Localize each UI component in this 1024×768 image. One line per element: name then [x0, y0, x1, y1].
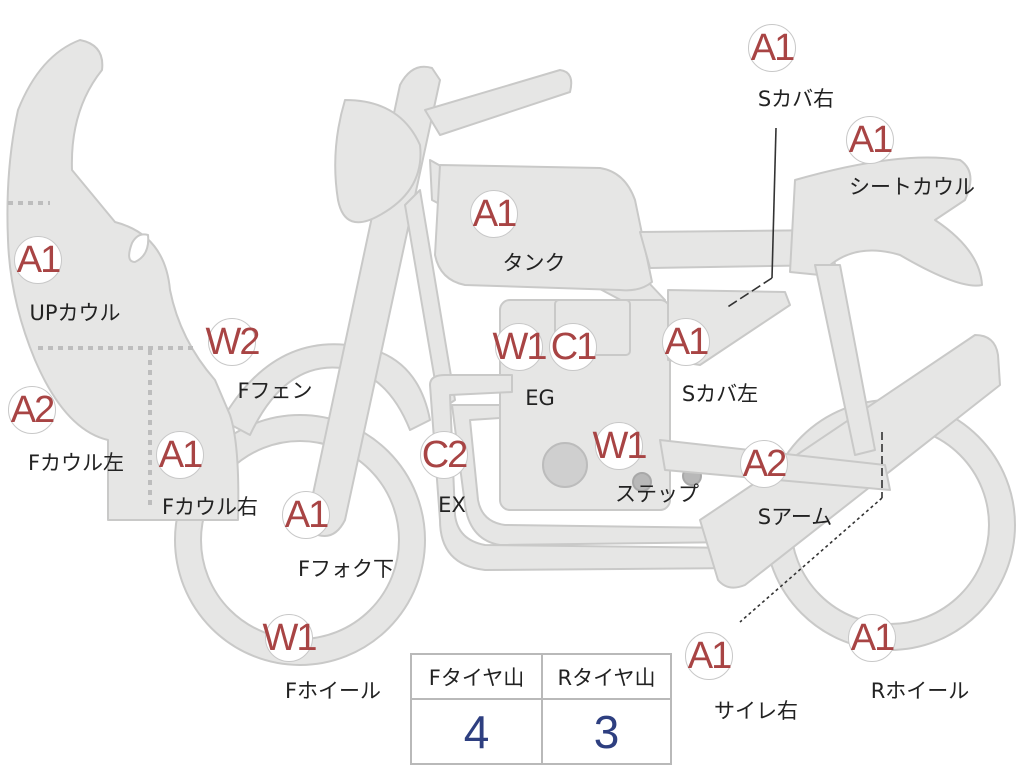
rear-tire-value: 3: [593, 705, 620, 758]
leader-s-cover-right: [771, 127, 777, 279]
tire-tread-table: Fタイヤ山 Rタイヤ山 4 3: [410, 653, 672, 765]
headlight-shape: [334, 99, 422, 224]
code-badge-f-wheel: W1: [263, 614, 318, 662]
upper-cowl-inner-shape: [128, 233, 150, 263]
label-r-wheel: Rホイール: [870, 679, 970, 703]
code-badge-f-cowl-right: A1: [156, 431, 204, 479]
code-badge-up-cowl: A1: [14, 236, 62, 284]
label-f-cowl-right: Fカウル右: [161, 495, 259, 519]
seat-cowl-shape: [789, 156, 983, 287]
upper-cowl-shape: [6, 39, 240, 521]
handlebar-shape: [424, 69, 573, 136]
rear-shock-shape: [814, 264, 876, 456]
front-tire-value: 4: [463, 705, 490, 758]
label-f-fender: Fフェン: [237, 379, 313, 403]
code-badge-swing-arm: A2: [740, 440, 788, 488]
table-column-divider: [541, 655, 543, 763]
label-exhaust: EX: [438, 493, 466, 517]
rear-tire-header: Rタイヤ山: [543, 655, 670, 698]
label-seat-cowl: シートカウル: [849, 175, 975, 199]
label-engine: EG: [525, 386, 555, 410]
code-badge-engine-2: C1: [549, 323, 597, 371]
code-badge-tank: A1: [470, 190, 518, 238]
code-badge-s-cover-left: A1: [662, 318, 710, 366]
label-tank: タンク: [502, 251, 566, 275]
label-muffler-right: サイレ右: [714, 699, 798, 723]
code-badge-muffler-right: A1: [685, 632, 733, 680]
code-badge-f-fork-lower: A1: [282, 491, 330, 539]
code-badge-r-wheel: A1: [848, 614, 896, 662]
code-badge-exhaust: C2: [420, 431, 468, 479]
code-badge-f-cowl-left: A2: [8, 386, 56, 434]
label-swing-arm: Sアーム: [757, 505, 833, 529]
label-f-fork-lower: Fフォク下: [297, 557, 395, 581]
label-step: ステップ: [615, 482, 699, 506]
engine-cover-shape: [542, 442, 588, 488]
front-tire-header: Fタイヤ山: [412, 655, 541, 698]
step-peg-shape-2: [632, 472, 652, 492]
code-badge-seat-cowl: A1: [846, 116, 894, 164]
leader-s-cover-right-2: [725, 277, 773, 309]
code-badge-f-fender: W2: [206, 318, 261, 366]
label-f-wheel: Fホイール: [284, 679, 382, 703]
code-badge-engine-1: W1: [493, 323, 548, 371]
label-s-cover-right: Sカバ右: [757, 87, 835, 111]
leader-muffler-right-2: [739, 497, 883, 623]
code-badge-step: W1: [593, 422, 648, 470]
label-s-cover-left: Sカバ左: [681, 382, 759, 406]
label-f-cowl-left: Fカウル左: [27, 451, 125, 475]
label-up-cowl: UPカウル: [29, 301, 121, 325]
code-badge-s-cover-right: A1: [748, 24, 796, 72]
